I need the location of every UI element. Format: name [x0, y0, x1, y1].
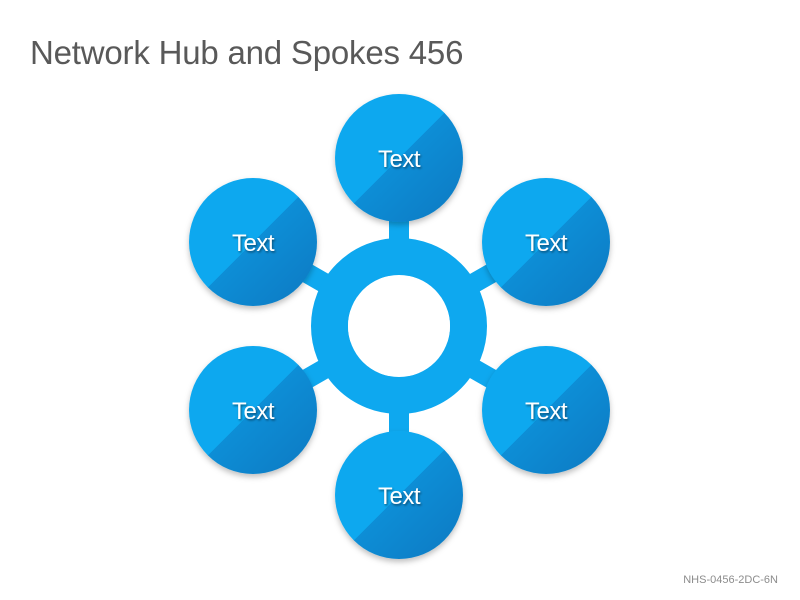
spoke-circle: [482, 178, 610, 306]
footer-code: NHS-0456-2DC-6N: [683, 574, 778, 586]
spoke-label: Text: [525, 398, 568, 425]
page-title: Network Hub and Spokes 456: [30, 34, 464, 71]
spoke-node-upper-right: Text: [482, 178, 610, 306]
spoke-circle: [189, 346, 317, 474]
spoke-circle: [189, 178, 317, 306]
spoke-node-top: Text: [335, 94, 463, 222]
spoke-label: Text: [378, 146, 421, 173]
spoke-label: Text: [378, 483, 421, 510]
spoke-label: Text: [232, 398, 275, 425]
spoke-node-lower-right: Text: [482, 346, 610, 474]
spoke-node-bottom: Text: [335, 431, 463, 559]
spoke-circle: [335, 431, 463, 559]
hub-center: [348, 275, 450, 377]
hub-ring: [311, 238, 487, 414]
spoke-circle: [335, 94, 463, 222]
spoke-node-upper-left: Text: [189, 178, 317, 306]
hub: [311, 238, 487, 414]
spoke-node-lower-left: Text: [189, 346, 317, 474]
spoke-label: Text: [525, 230, 568, 257]
spoke-circle: [482, 346, 610, 474]
spoke-label: Text: [232, 230, 275, 257]
